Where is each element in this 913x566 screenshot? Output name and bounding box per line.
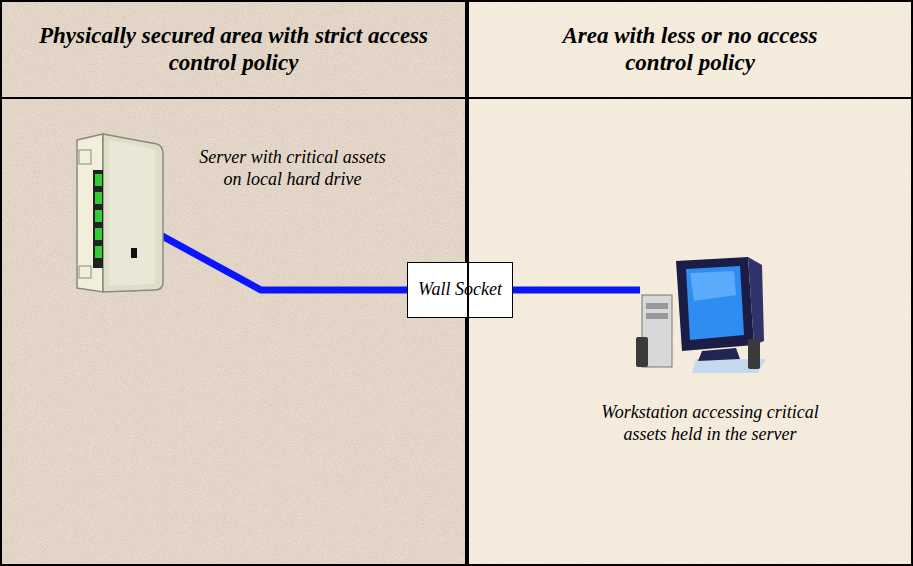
- secure-ground: [0, 0, 467, 566]
- network-cable: [513, 287, 640, 294]
- stone-texture: [0, 0, 467, 566]
- area-heading: Area with less or no access control poli…: [530, 23, 850, 76]
- wall-socket-box: Wall Socket: [407, 262, 513, 318]
- device-label: Server with critical assets on local har…: [190, 147, 395, 190]
- panel-header: Physically secured area with strict acce…: [2, 2, 465, 99]
- socket-label: Wall Socket: [418, 279, 502, 301]
- secure-area-panel: Physically secured area with strict acce…: [0, 0, 467, 566]
- light-texture: [467, 0, 913, 566]
- server-icon: [65, 130, 165, 300]
- workstation-node: Workstation accessing critical assets he…: [590, 250, 830, 490]
- network-cable: [161, 235, 407, 290]
- open-area-panel: Area with less or no access control poli…: [467, 0, 913, 566]
- panel-header: Area with less or no access control poli…: [469, 2, 911, 99]
- device-label: Workstation accessing critical assets he…: [590, 402, 830, 445]
- area-heading: Physically secured area with strict acce…: [14, 23, 454, 76]
- open-ground: [467, 0, 913, 566]
- workstation-icon: [636, 255, 771, 380]
- server-node: Server with critical assets on local har…: [60, 125, 390, 305]
